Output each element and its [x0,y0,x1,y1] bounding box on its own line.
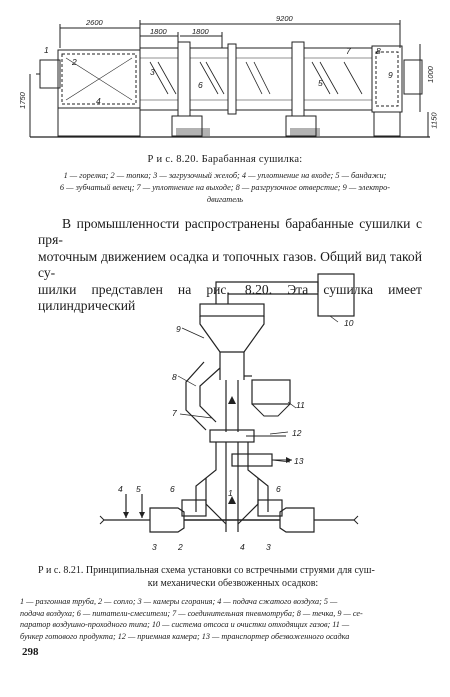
scheme-label-2: 2 [178,542,183,552]
figure-8-20-title: Р и с. 8.20. Барабанная сушилка: [147,154,303,165]
scheme-label-6-left: 6 [170,484,175,494]
paragraph-line: шилки представлен на рис. 8.20. Эта суши… [38,281,422,314]
figure-8-21-caption: Р и с. 8.21. Принципиальная схема устано… [38,564,428,590]
counter-jet-dryer-scheme [99,273,359,533]
scheme-label-10: 10 [344,318,354,328]
caption-line: Р и с. 8.21. Принципиальная схема устано… [38,565,375,576]
label-2: 2 [72,57,77,67]
scheme-label-4-left: 4 [118,484,123,494]
label-1: 1 [44,45,49,55]
body-paragraph: В промышленности распространены барабанн… [38,216,422,314]
scheme-label-1-top: 1 [228,488,233,498]
legend-line: паратор воздушно-проходного типа; 10 — с… [20,620,350,629]
label-9: 9 [388,70,393,80]
dim-1750: 1750 [17,92,27,109]
dim-1800-b: 1800 [192,27,209,36]
paragraph-line: моточным движением осадка и топочных газ… [38,248,422,281]
dim-1000: 1000 [425,66,435,83]
dim-1800-a: 1800 [150,27,167,36]
scheme-label-8: 8 [172,372,177,382]
legend-line: бункер готового продукта; 12 — приемная … [20,631,350,641]
scheme-label-11: 11 [296,400,305,410]
dim-1150: 1150 [429,112,439,129]
label-5: 5 [318,78,323,88]
legend-line: подача воздуха; 6 — питатели-смесители; … [20,608,363,618]
label-6: 6 [198,80,203,90]
scheme-label-7: 7 [172,408,177,418]
scheme-label-13: 13 [294,456,304,466]
label-3: 3 [150,67,155,77]
scheme-label-5: 5 [136,484,141,494]
legend-line: 1 — горелка; 2 — топка; 3 — загрузочный … [63,171,387,180]
figure-8-20-legend: 1 — горелка; 2 — топка; 3 — загрузочный … [10,170,440,206]
scheme-label-3-left: 3 [152,542,157,552]
dim-2600: 2600 [86,18,103,27]
label-4: 4 [96,96,101,106]
label-7: 7 [346,46,351,56]
legend-line: 6 — зубчатый венец; 7 — уплотнение на вы… [59,183,391,192]
dim-9200: 9200 [276,14,293,23]
paragraph-line: В промышленности распространены барабанн… [38,216,422,248]
scheme-label-4-right: 4 [240,542,245,552]
legend-line: двигатель [206,195,244,204]
figure-8-21-legend: 1 — разгонная труба, 2 — сопло; 3 — каме… [20,596,440,642]
scheme-label-9: 9 [176,324,181,334]
page-number: 298 [22,646,39,658]
scheme-label-6-right: 6 [276,484,281,494]
label-8: 8 [376,46,381,56]
legend-line: 1 — разгонная труба, 2 — сопло; 3 — каме… [20,597,338,606]
drum-dryer-drawing [29,20,430,138]
scheme-label-12: 12 [292,428,302,438]
scheme-label-3-right: 3 [266,542,271,552]
caption-line: ки механически обезвоженных осадков: [147,578,319,589]
